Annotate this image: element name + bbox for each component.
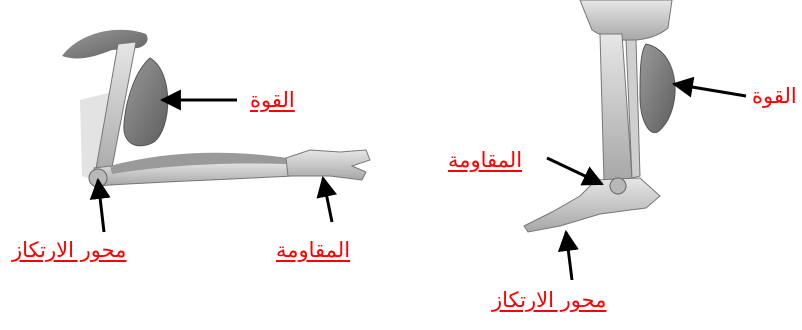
arm-fulcrum-label: محور الارتكاز [12,238,127,262]
fibula-bone [625,39,641,179]
leg-resistance-label: المقاومة [448,148,523,172]
leg-force-arrow [671,76,747,98]
leg-fulcrum-label: محور الارتكاز [492,288,607,312]
leg-fulcrum-arrow [557,229,579,281]
arm-fulcrum-arrow [89,177,111,233]
calf-muscle [639,43,676,133]
forearm-muscle [110,152,288,174]
leg-resistance-arrow [546,156,604,186]
ankle-joint [609,177,627,195]
knee-bones [579,0,673,41]
arm-resistance-label: المقاومة [276,238,351,262]
leg-force-label: القوة [752,84,797,108]
leg-illustration [523,0,676,233]
scapula-shape [62,29,148,59]
arm-resistance-arrow [316,175,338,223]
foot-bones [523,177,661,233]
hand-bones [285,149,371,181]
arm-force-label: القوة [250,88,295,112]
arm-illustration [62,29,371,188]
